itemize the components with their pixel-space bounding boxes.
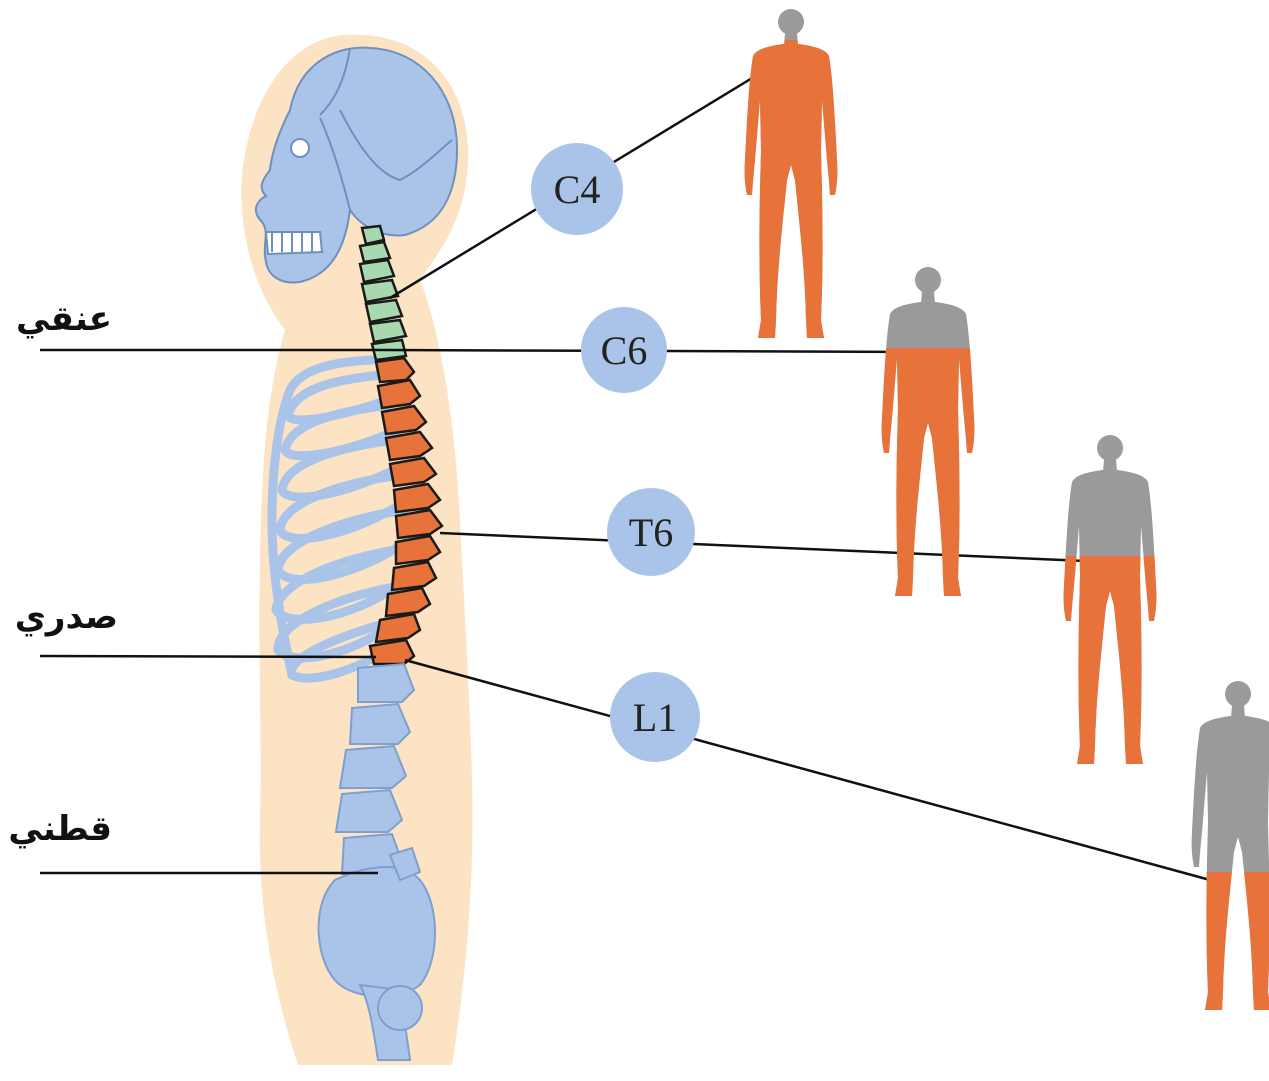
level-label-l1: L1 [633,695,677,740]
level-label-c6: C6 [601,328,648,373]
figure-t6 [1064,435,1157,764]
level-badge-t6: T6 [607,488,695,576]
level-label-c4: C4 [554,167,601,212]
region-label-lumbar: قطني [8,809,112,849]
figure-c6 [882,267,975,596]
anatomy-figure [241,35,472,1065]
level-badge-l1: L1 [610,672,700,762]
level-badge-c6: C6 [581,307,667,393]
region-line-thoracic [40,656,376,657]
figure-l1 [1192,681,1269,1010]
connector-t6 [440,533,1108,562]
figure-c4 [745,9,838,338]
region-label-thoracic: صدري [15,597,118,637]
region-label-cervical: عنقي [16,299,112,339]
level-badge-c4: C4 [531,143,623,235]
level-label-t6: T6 [629,510,673,555]
